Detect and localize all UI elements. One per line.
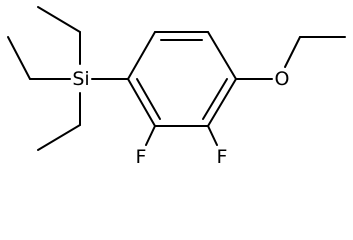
ring-bond-1 <box>127 31 156 80</box>
ring-bond-3 <box>207 31 237 80</box>
bonds <box>7 6 346 151</box>
structural-formula: Si O F F <box>7 6 346 168</box>
ring-bond-6-inner <box>136 78 161 120</box>
silicon-atom-label: Si <box>72 68 89 90</box>
fluorine-right-atom-label: F <box>217 146 228 168</box>
bond-ethyl2-ch3-ch2 <box>7 36 31 80</box>
bond-ring-f-left <box>145 125 156 146</box>
ring-bond-4 <box>207 78 237 127</box>
oxygen-atom-label: O <box>275 68 290 90</box>
bond-o-ch2 <box>284 36 301 68</box>
bond-ethyl1-ch2-ch3 <box>37 6 81 33</box>
bond-ring-f-right <box>207 125 218 146</box>
atom-labels: Si O F F <box>72 68 289 168</box>
fluorine-left-atom-label: F <box>136 146 147 168</box>
ring-bond-4-inner <box>202 78 228 120</box>
ring-bond-6 <box>127 78 156 127</box>
bond-ethyl3-ch2-ch3 <box>37 124 81 151</box>
